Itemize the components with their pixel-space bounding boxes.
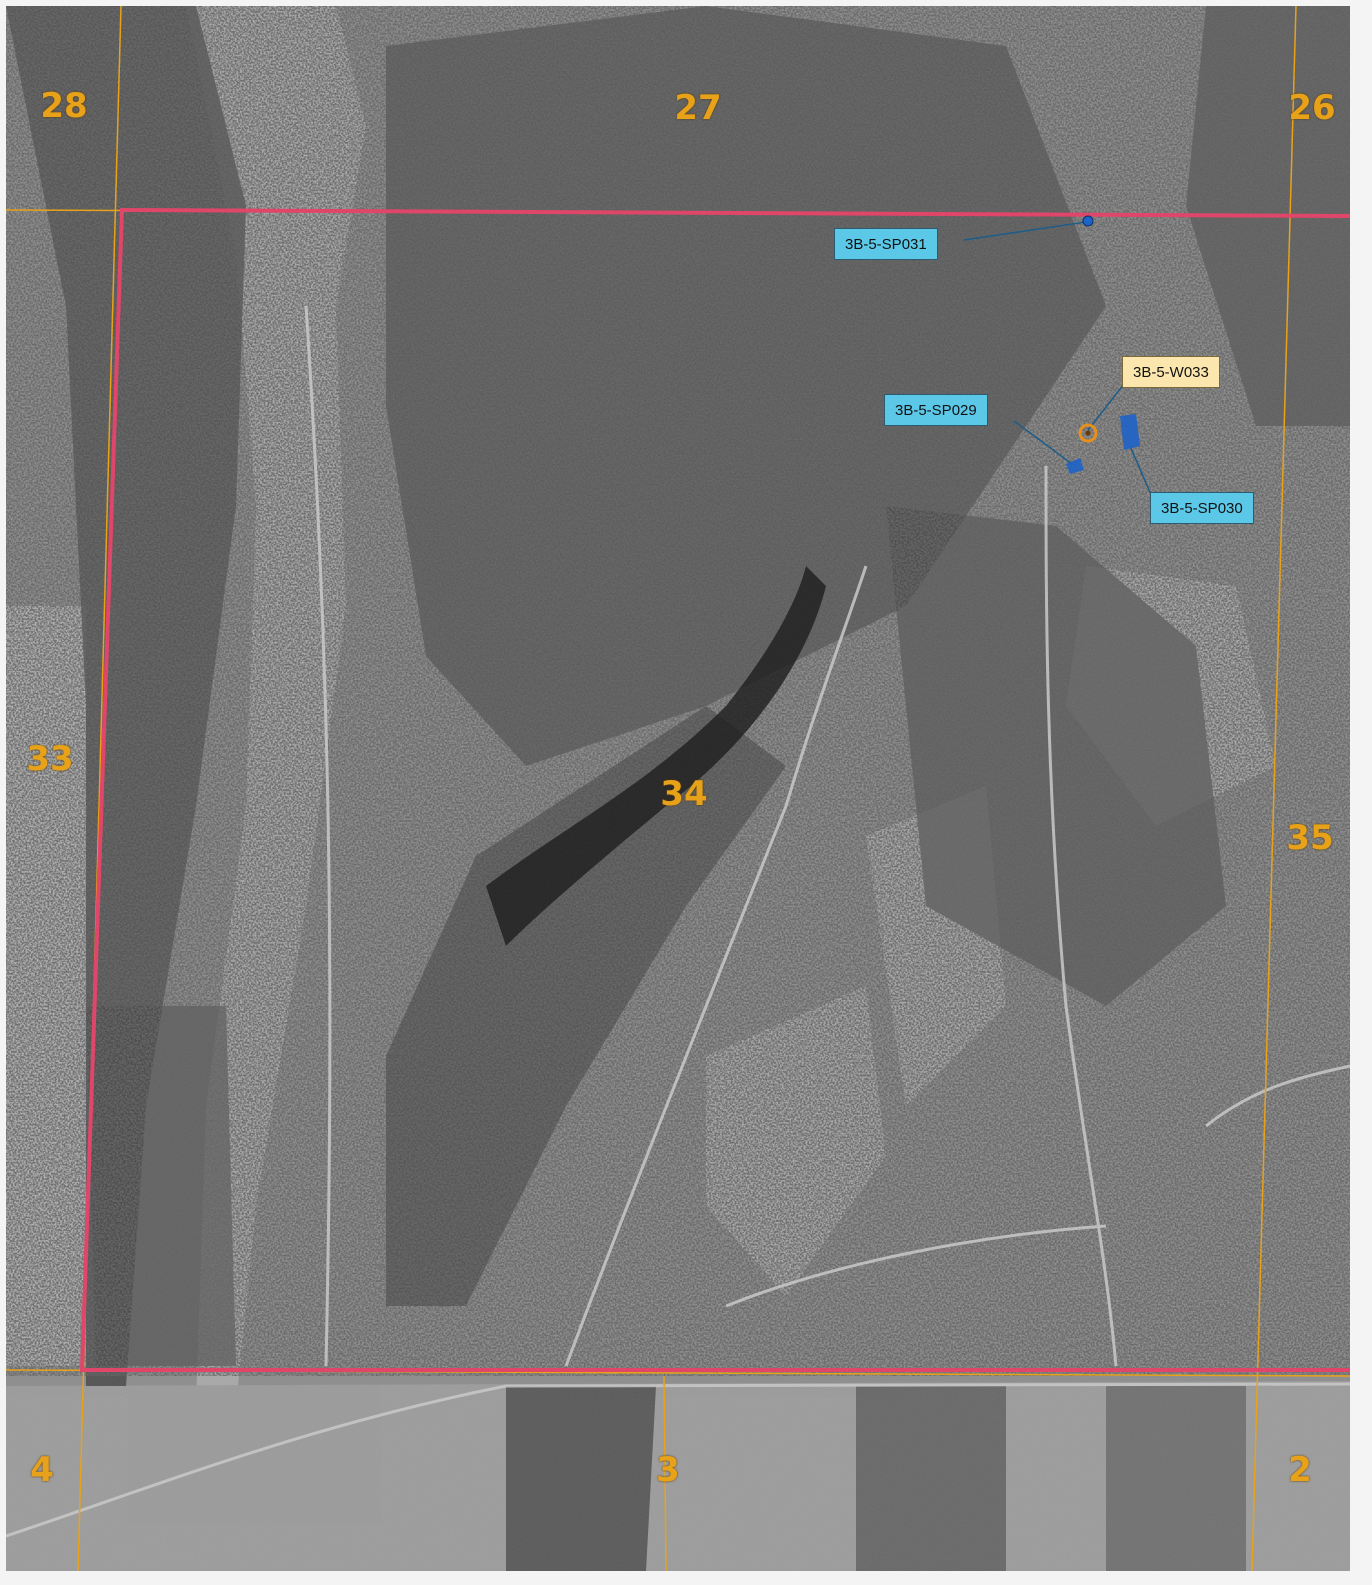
section-number-26: 26 xyxy=(1288,88,1336,128)
aerial-map[interactable]: 28 27 26 33 34 35 4 3 2 3B-5-SP031 3B-5-… xyxy=(6,6,1350,1571)
site-label-sp031[interactable]: 3B-5-SP031 xyxy=(834,228,938,260)
spring-marker-sp030 xyxy=(1120,414,1140,450)
well-marker-w033 xyxy=(1078,423,1098,443)
spring-marker-sp031 xyxy=(1082,215,1094,227)
section-number-2: 2 xyxy=(1288,1450,1312,1490)
aerial-photo-layer xyxy=(6,6,1350,1571)
site-label-w033[interactable]: 3B-5-W033 xyxy=(1122,356,1220,388)
ridge-band xyxy=(486,566,826,946)
spring-marker-sp029 xyxy=(1066,458,1084,474)
site-label-sp029[interactable]: 3B-5-SP029 xyxy=(884,394,988,426)
section-number-4: 4 xyxy=(30,1450,54,1490)
section-number-28: 28 xyxy=(40,86,88,126)
section-number-33: 33 xyxy=(26,739,74,779)
study-area-boundary xyxy=(79,207,1350,1372)
section-number-27: 27 xyxy=(674,88,722,128)
section-number-3: 3 xyxy=(656,1450,680,1490)
site-label-sp030[interactable]: 3B-5-SP030 xyxy=(1150,492,1254,524)
roads xyxy=(6,305,1350,1538)
section-number-35: 35 xyxy=(1286,818,1334,858)
section-number-34: 34 xyxy=(660,774,708,814)
site-markers xyxy=(1066,215,1140,474)
